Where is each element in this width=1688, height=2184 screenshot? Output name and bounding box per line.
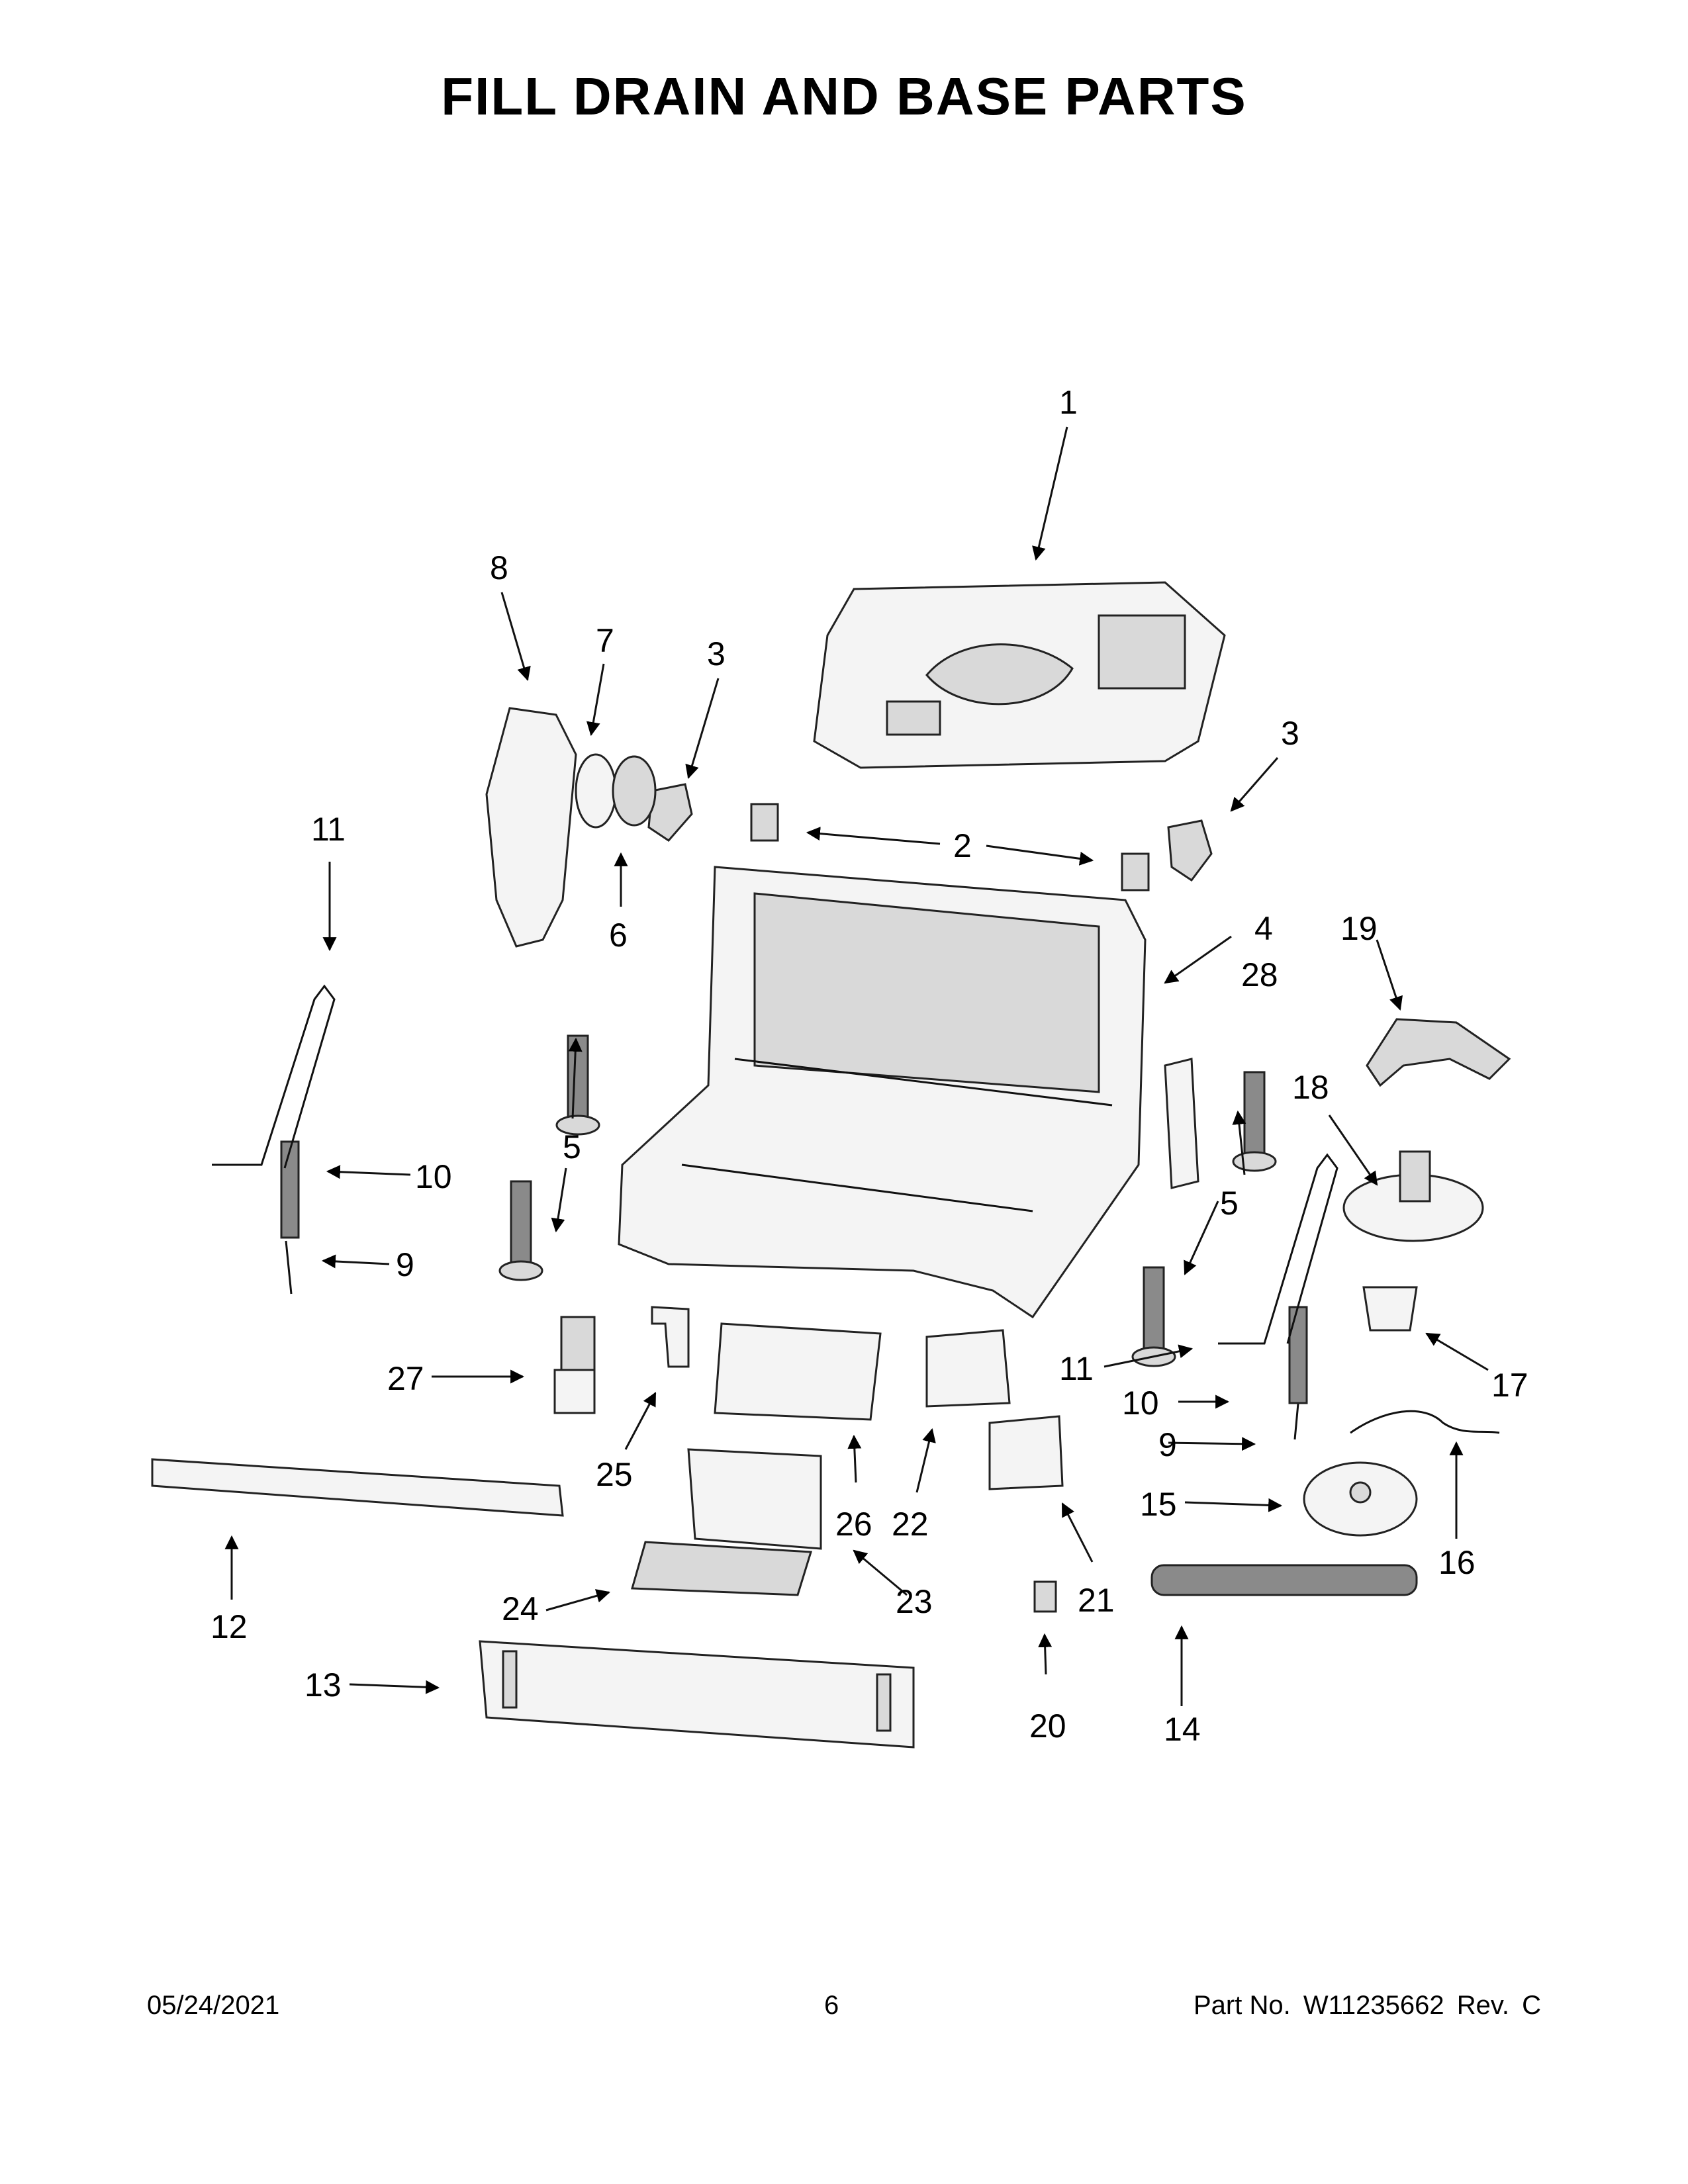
part-bracket-28 [1164,1058,1199,1189]
callout-2: 2 [953,827,972,864]
part-tray-24 [631,1541,812,1596]
callout-9: 9 [396,1246,414,1283]
part-clip-3 [647,783,1213,882]
callout-7: 7 [596,622,614,659]
callout-23: 23 [896,1583,933,1620]
part-float-17 [1362,1286,1418,1332]
part-valve-27 [553,1316,596,1414]
part-panel-25 [651,1306,690,1368]
callout-6: 6 [609,917,628,954]
part-connector-20 [1033,1580,1057,1613]
callout-10: 10 [415,1158,452,1195]
part-cover-21 [988,1415,1064,1490]
leader-arrows [224,426,1489,1706]
part-number-block: Part No. W11235662 Rev. C [1188,1991,1541,2021]
part-panel-23 [687,1448,822,1550]
callout-17: 17 [1491,1367,1528,1404]
part-junction-box-22 [925,1329,1011,1408]
part-kick-plate-13 [479,1640,915,1749]
callout-labels: 1 2 3 3 4 5 5 6 7 8 9 9 10 10 11 11 12 1… [211,384,1528,1748]
part-gasket-6-7 [575,753,657,829]
part-drain-hose-14 [1150,1564,1418,1596]
callout-11: 11 [1059,1350,1094,1387]
callout-1: 1 [1059,384,1078,421]
callout-10: 10 [1122,1385,1159,1422]
callout-16: 16 [1438,1544,1476,1581]
part-disk-15 [1303,1461,1418,1537]
callout-20: 20 [1029,1707,1066,1745]
part-no-value: W11235662 [1303,1991,1444,2020]
part-bracket-2 [750,803,1150,891]
callout-3: 3 [1281,715,1299,752]
callout-19: 19 [1340,910,1378,947]
part-pump-cover-18 [1342,1150,1484,1242]
callout-4: 4 [1254,910,1273,947]
rev-value: C [1522,1991,1541,2020]
part-leveling-leg-5 [498,1034,1277,1367]
callout-25: 25 [596,1456,633,1493]
callout-28: 28 [1241,956,1278,993]
callout-22: 22 [892,1506,929,1543]
part-wire-16 [1350,1410,1500,1434]
print-date: 05/24/2021 [147,1991,280,2020]
part-no-label: Part No. [1193,1991,1291,2020]
callout-21: 21 [1078,1582,1115,1619]
callout-26: 26 [835,1506,872,1543]
part-bracket-19 [1366,1018,1511,1087]
callout-27: 27 [387,1360,424,1397]
part-rod-11 [212,984,1338,1345]
rev-label: Rev. [1456,1991,1509,2020]
callout-8: 8 [490,549,508,586]
part-sump-housing-8 [485,707,577,948]
callout-13: 13 [305,1666,342,1704]
callout-11: 11 [311,811,346,848]
part-base-tray-1 [813,581,1226,769]
callout-18: 18 [1292,1069,1329,1106]
part-control-box-26 [714,1322,882,1421]
page-number: 6 [824,1991,839,2020]
callout-14: 14 [1164,1711,1201,1748]
part-base-frame-4 [618,866,1147,1319]
part-rail-12 [151,1458,564,1517]
page-title: FILL DRAIN AND BASE PARTS [441,67,1247,126]
callout-5: 5 [563,1128,581,1165]
callout-9: 9 [1158,1426,1177,1463]
callout-12: 12 [211,1608,248,1645]
callout-24: 24 [502,1590,539,1627]
callout-5: 5 [1220,1185,1239,1222]
callout-3: 3 [707,635,726,672]
callout-15: 15 [1140,1486,1177,1523]
